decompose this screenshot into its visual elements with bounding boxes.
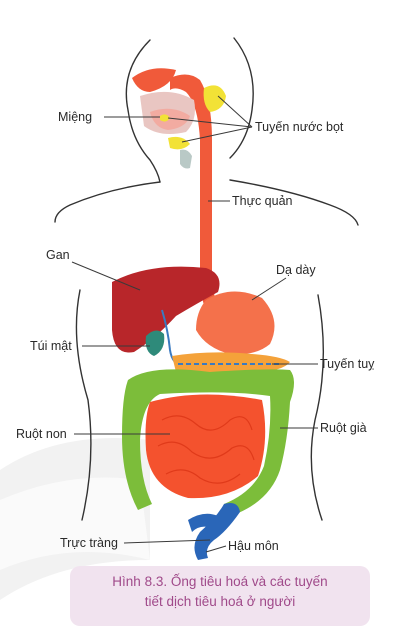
body-outline	[54, 37, 359, 521]
large-intestine	[122, 369, 294, 514]
label-hau-mon: Hậu môn	[228, 539, 279, 553]
label-tuyen-tuy: Tuyến tuỵ	[320, 357, 375, 371]
figure-caption: Hình 8.3. Ống tiêu hoá và các tuyến tiết…	[70, 572, 370, 612]
leader-tuyen-nuoc-bot-2	[167, 117, 253, 128]
caption-line-1: Hình 8.3. Ống tiêu hoá và các tuyến	[112, 574, 328, 589]
leader-lines	[71, 95, 318, 553]
salivary-gland-parotid	[203, 85, 226, 112]
label-truc-trang: Trực tràng	[60, 536, 118, 550]
esophagus	[170, 74, 222, 316]
rectum	[194, 503, 240, 560]
rectum-loop	[188, 513, 218, 532]
nasal-cavity	[132, 68, 176, 92]
label-ruot-non: Ruột non	[16, 427, 67, 441]
leader-gan	[71, 261, 141, 291]
tongue	[150, 108, 190, 130]
salivary-gland-small	[160, 114, 170, 122]
caption-box	[70, 566, 370, 626]
leader-tuyen-nuoc-bot-3	[181, 126, 253, 143]
label-mieng: Miệng	[58, 110, 92, 124]
leader-truc-trang	[123, 539, 211, 544]
label-tui-mat: Túi mật	[30, 339, 72, 353]
leader-da-day	[251, 277, 287, 301]
leader-hau-mon	[205, 545, 227, 553]
pancreas	[172, 352, 290, 373]
gallbladder	[145, 330, 165, 356]
label-gan: Gan	[46, 248, 70, 262]
label-tuyen-nuoc-bot: Tuyến nước bọt	[255, 120, 344, 134]
caption-line-2: tiết dịch tiêu hoá ở người	[144, 594, 296, 609]
label-da-day: Dạ dày	[276, 263, 316, 277]
liver	[112, 266, 220, 353]
label-thuc-quan: Thực quản	[232, 194, 293, 208]
stomach	[196, 291, 275, 355]
background-swoosh-2	[0, 477, 150, 570]
small-intestine-coils	[157, 415, 255, 484]
label-ruot-gia: Ruột già	[320, 421, 367, 435]
larynx	[180, 149, 192, 169]
salivary-gland-lower	[168, 136, 190, 150]
leader-tuyen-nuoc-bot-1	[217, 95, 253, 128]
small-intestine	[145, 394, 266, 499]
